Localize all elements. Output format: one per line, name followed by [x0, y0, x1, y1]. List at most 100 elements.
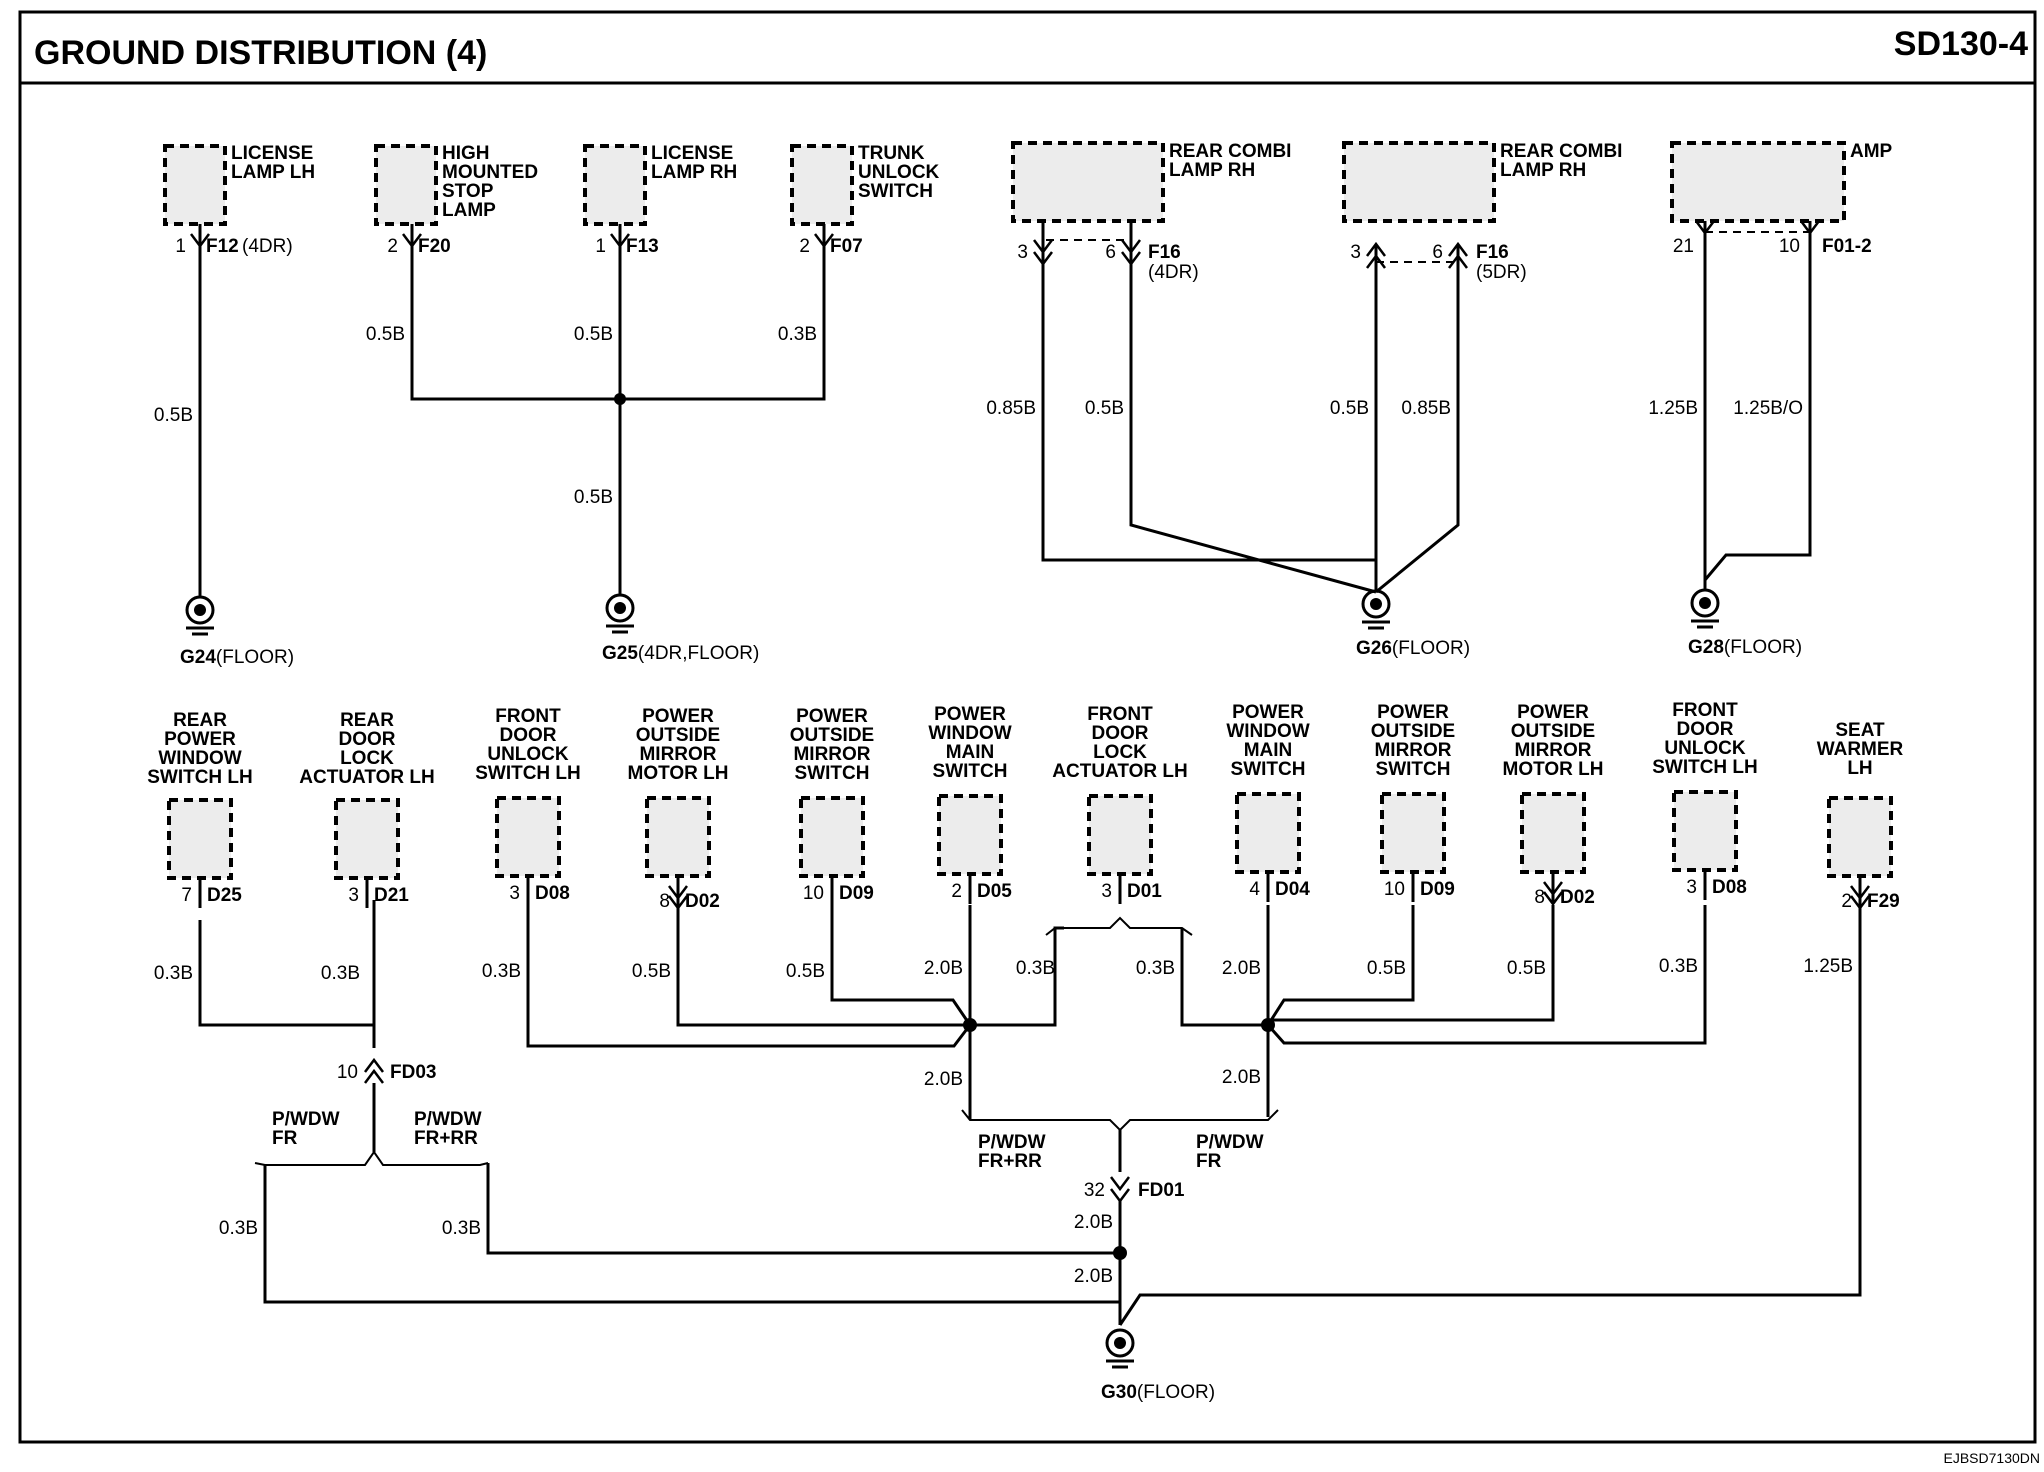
- component-label: WINDOW: [928, 723, 1011, 744]
- trunk-unlock-switch: TRUNK UNLOCK SWITCH 2 F07 0.3B: [620, 143, 940, 401]
- component-label: SWITCH: [933, 761, 1008, 782]
- component-label: LOCK: [1093, 742, 1147, 763]
- splice-point: [614, 393, 626, 405]
- ground-g26: G26(FLOOR): [1356, 589, 1470, 659]
- component-label: DOOR: [1092, 723, 1149, 744]
- component-box: [1087, 794, 1153, 876]
- component-box: [1380, 792, 1446, 874]
- option-bracket-fd03: [254, 1150, 489, 1166]
- component-label: UNLOCK: [487, 744, 569, 765]
- wire-spec: 2.0B: [924, 958, 963, 979]
- connector-id: F16: [1476, 242, 1509, 263]
- component-label: UNLOCK: [1664, 738, 1746, 759]
- component-label: SWITCH: [1376, 759, 1451, 780]
- connector-fd03: [364, 1057, 384, 1073]
- wire-spec: 2.0B: [1222, 1067, 1261, 1088]
- pin-number: 1: [175, 236, 186, 257]
- component-label: DOOR: [1677, 719, 1734, 740]
- option-label: P/WDW: [1196, 1132, 1264, 1153]
- drawing-ref: EJBSD7130DN: [1944, 1450, 2041, 1466]
- component-label: POWER: [934, 704, 1006, 725]
- ground-g28: G28(FLOOR): [1688, 588, 1802, 658]
- component-label: REAR: [173, 710, 227, 731]
- connector-id: F12: [206, 236, 239, 257]
- connector-id: D25: [207, 885, 242, 906]
- component-label: WINDOW: [158, 748, 241, 769]
- pin-number: 10: [803, 883, 824, 904]
- wire-spec: 0.3B: [482, 961, 521, 982]
- wire-spec: 0.5B: [1330, 398, 1369, 419]
- svg-text:LICENSE: LICENSE: [231, 143, 313, 164]
- high-mounted-stop-lamp: HIGH MOUNTED STOP LAMP 2 F20 0.5B: [366, 143, 620, 401]
- license-lamp-rh: LICENSE LAMP RH 1 F13 0.5B 0.5B: [574, 143, 737, 595]
- svg-text:LAMP LH: LAMP LH: [231, 162, 315, 183]
- component-label: SWITCH LH: [475, 763, 581, 784]
- connector-id: F29: [1867, 891, 1900, 912]
- pin-number: 6: [1432, 242, 1443, 263]
- connector-id: F01-2: [1822, 236, 1872, 257]
- connector-id: D01: [1127, 881, 1162, 902]
- component-label: OUTSIDE: [1371, 721, 1455, 742]
- pin-number: 6: [1105, 242, 1116, 263]
- license-lamp-lh: LICENSE LAMP LH 1 F12 (4DR) 0.5B: [154, 143, 315, 597]
- wire-d09-left: [830, 905, 972, 1026]
- sheet-code: SD130-4: [1894, 25, 2028, 63]
- pin-number: 3: [1017, 242, 1028, 263]
- svg-text:AMP: AMP: [1850, 141, 1893, 162]
- connector-note: (4DR): [1148, 262, 1199, 283]
- pin-number: 3: [1101, 881, 1112, 902]
- ground-g24: G24(FLOOR): [180, 595, 294, 668]
- pin-number: 3: [348, 885, 359, 906]
- connector-id: D08: [1712, 877, 1747, 898]
- component-label: WINDOW: [1226, 721, 1309, 742]
- ground-label: G30(FLOOR): [1101, 1382, 1215, 1403]
- component-label: FRONT: [495, 706, 561, 727]
- pin-number: 2: [799, 236, 810, 257]
- wire-spec: 2.0B: [1074, 1266, 1113, 1287]
- wire-d01-right: [1180, 928, 1268, 1027]
- connector-id: FD01: [1138, 1180, 1185, 1201]
- wire-fd03-fr: [263, 1165, 1120, 1304]
- connector-id: D09: [839, 883, 874, 904]
- pin-number: 1: [595, 236, 606, 257]
- option-bracket-d01: [1045, 916, 1193, 936]
- connector-id: FD03: [390, 1062, 436, 1083]
- wire-f29-g30: [1118, 905, 1862, 1326]
- svg-text:LICENSE: LICENSE: [651, 143, 733, 164]
- option-label: FR+RR: [978, 1151, 1042, 1172]
- wire-spec: 0.3B: [154, 963, 193, 984]
- component-label: SWITCH: [795, 763, 870, 784]
- pin-number: 3: [1350, 242, 1361, 263]
- svg-text:REAR COMBI: REAR COMBI: [1169, 141, 1291, 162]
- pin-number: 7: [181, 885, 192, 906]
- component-label: POWER: [642, 706, 714, 727]
- pin-number: 8: [1534, 887, 1545, 908]
- component-label: POWER: [1517, 702, 1589, 723]
- connector-id: D21: [374, 885, 409, 906]
- wire-spec: 0.5B: [154, 405, 193, 426]
- component-label: MAIN: [1244, 740, 1293, 761]
- svg-text:MOUNTED: MOUNTED: [442, 162, 538, 183]
- wire-spec: 0.5B: [1367, 958, 1406, 979]
- connector-id: F13: [626, 236, 659, 257]
- ground-label: G25(4DR,FLOOR): [602, 643, 759, 664]
- wire-d08-right: [1266, 905, 1707, 1045]
- wire-spec: 0.85B: [986, 398, 1036, 419]
- component-label: REAR: [340, 710, 394, 731]
- pin-number: 10: [1384, 879, 1405, 900]
- connector-fd01: [1110, 1176, 1130, 1192]
- pin-number: 3: [1686, 877, 1697, 898]
- component-box: [1672, 790, 1738, 872]
- wire-spec: 0.3B: [321, 963, 360, 984]
- pin-number: 3: [509, 883, 520, 904]
- connector-id: D02: [1560, 887, 1595, 908]
- wire-spec: 1.25B: [1803, 956, 1853, 977]
- option-label: P/WDW: [414, 1109, 482, 1130]
